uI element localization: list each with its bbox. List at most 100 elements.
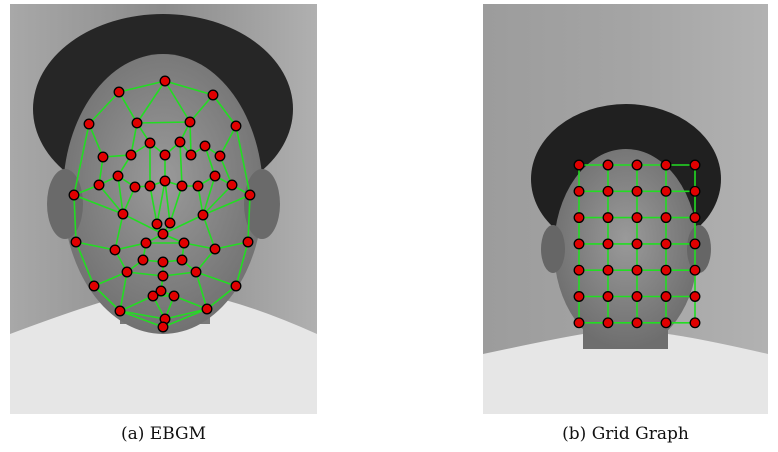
graph-node: [209, 243, 221, 255]
graph-edge: [189, 94, 214, 123]
graph-node: [689, 291, 701, 302]
graph-node: [602, 291, 614, 302]
graph-node: [602, 159, 614, 171]
graph-edge: [219, 125, 237, 157]
graph-node: [242, 236, 254, 248]
graph-edge: [202, 175, 216, 216]
graph-node: [573, 185, 585, 197]
graph-node: [660, 185, 672, 197]
graph-node: [573, 317, 585, 329]
graph-node: [660, 238, 672, 250]
graph-edge: [73, 194, 124, 215]
graph-edge: [114, 213, 124, 251]
graph-edge: [118, 80, 166, 93]
caption-ebgm: (a) EBGM: [120, 424, 206, 444]
graph-edge: [117, 175, 124, 215]
graph-edge: [93, 271, 128, 287]
grid-graph-overlay: [483, 4, 768, 414]
graph-edge: [247, 194, 251, 243]
graph-edge: [73, 123, 90, 196]
graph-edge: [162, 308, 208, 328]
graph-node: [226, 179, 238, 191]
graph-node: [157, 321, 169, 333]
graph-node: [573, 291, 585, 302]
graph-node: [97, 151, 109, 163]
graph-node: [602, 212, 614, 224]
graph-node: [147, 290, 159, 302]
graph-node: [631, 317, 643, 329]
graph-node: [185, 149, 197, 161]
graph-node: [144, 180, 156, 192]
graph-node: [137, 254, 149, 266]
ebgm-graph-overlay: [10, 4, 317, 414]
graph-node: [192, 180, 204, 192]
graph-edge: [202, 214, 216, 250]
graph-node: [689, 159, 701, 171]
graph-node: [159, 149, 171, 161]
graph-node: [602, 238, 614, 250]
graph-node: [114, 305, 126, 317]
graph-node: [83, 118, 95, 130]
graph-node: [631, 185, 643, 197]
graph-node: [70, 236, 82, 248]
graph-edge: [119, 310, 166, 320]
graph-node: [602, 264, 614, 276]
graph-node: [214, 150, 226, 162]
graph-edge: [119, 310, 164, 328]
graph-node: [201, 303, 213, 315]
graph-node: [117, 208, 129, 220]
graph-edge: [149, 185, 158, 225]
graph-edge: [162, 214, 204, 235]
graph-node: [144, 137, 156, 149]
graph-node: [631, 212, 643, 224]
graph-node: [155, 285, 167, 297]
ebgm-face-photo: [10, 4, 317, 414]
graph-edge: [179, 141, 183, 187]
graph-edge: [189, 121, 192, 156]
graph-edge: [75, 241, 95, 287]
graph-node: [689, 185, 701, 197]
graph-node: [131, 117, 143, 129]
graph-node: [207, 89, 219, 101]
graph-node: [125, 149, 137, 161]
graph-node: [660, 212, 672, 224]
grid-graph-face-photo: [483, 4, 768, 414]
graph-node: [174, 136, 186, 148]
graph-node: [164, 217, 176, 229]
graph-edge: [206, 285, 237, 310]
graph-edge: [235, 241, 249, 287]
graph-edge: [202, 194, 251, 216]
caption-grid-graph: (b) Grid Graph: [562, 424, 689, 444]
graph-node: [88, 280, 100, 292]
graph-node: [573, 159, 585, 171]
graph-node: [109, 244, 121, 256]
graph-node: [230, 280, 242, 292]
graph-edge: [195, 271, 237, 287]
graph-edge: [119, 271, 128, 312]
graph-node: [689, 238, 701, 250]
graph-edge: [73, 194, 77, 243]
graph-node: [68, 189, 80, 201]
graph-node: [689, 317, 701, 329]
graph-edge: [88, 123, 104, 158]
graph-node: [602, 317, 614, 329]
graph-edge: [235, 125, 251, 196]
graph-node: [112, 170, 124, 182]
graph-edge: [164, 308, 208, 320]
graph-node: [631, 264, 643, 276]
graph-node: [159, 75, 171, 87]
graph-node: [573, 264, 585, 276]
graph-node: [689, 212, 701, 224]
graph-edge: [93, 285, 121, 312]
graph-node: [660, 264, 672, 276]
graph-node: [140, 237, 152, 249]
graph-node: [689, 264, 701, 276]
graph-node: [244, 189, 256, 201]
graph-node: [157, 228, 169, 240]
graph-edge: [118, 91, 138, 124]
graph-node: [230, 120, 242, 132]
graph-node: [113, 86, 125, 98]
graph-edge: [88, 91, 120, 125]
graph-edge: [136, 80, 166, 124]
graph-edge: [202, 184, 233, 216]
